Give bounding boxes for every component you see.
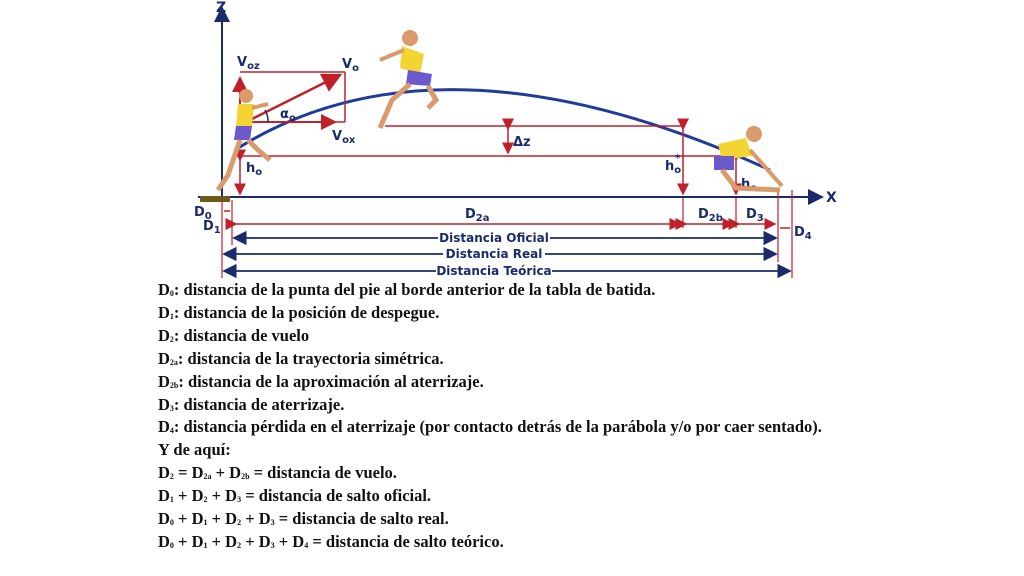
v0-label: Vo — [342, 57, 359, 74]
x-axis-label: X — [826, 190, 837, 206]
athlete-flight — [377, 30, 440, 129]
v0z-label: Voz — [237, 55, 260, 72]
legend-eq4: D0 + D1 + D2 + D3 + D4 = distancia de sa… — [158, 531, 504, 551]
legend-d0: D0: distancia de la punta del pie al bor… — [158, 280, 656, 299]
legend-d1: D1: distancia de la posición de despegue… — [158, 302, 440, 322]
d1-label: D1 — [203, 219, 221, 236]
takeoff-board — [200, 196, 230, 202]
legend-d3: D3: distancia de aterrizaje. — [158, 394, 345, 414]
distance-segments — [224, 210, 790, 230]
dz-label: Δz — [513, 135, 531, 150]
oficial-bar-label: Distancia Oficial — [439, 231, 549, 245]
legend-d4: D4: distancia pérdida en el aterrizaje (… — [158, 417, 822, 437]
d4-label: D4 — [794, 225, 812, 242]
athlete-landing — [714, 126, 784, 193]
angle-label: αo — [280, 107, 296, 124]
z-axis-label: Z — [216, 0, 226, 16]
h0-label: ho — [246, 161, 262, 178]
legend-eq3: D0 + D1 + D2 + D3 = distancia de salto r… — [158, 509, 449, 529]
legend-text: D0: distancia de la punta del pie al bor… — [158, 279, 858, 554]
angle-arc — [264, 109, 269, 123]
legend-d2: D2: distancia de vuelo — [158, 325, 310, 345]
velocity-vector — [249, 73, 343, 122]
d3-label: D3 — [746, 207, 764, 224]
long-jump-diagram: Z X Vo Voz Vox αo ho Δz ho* hc — [194, 0, 837, 279]
real-bar-label: Distancia Real — [446, 247, 543, 261]
legend-eq1: D2 = D2a + D2b = distancia de vuelo. — [158, 463, 397, 483]
d0-label: D0 — [194, 205, 212, 222]
legend-eq2: D1 + D2 + D3 = distancia de salto oficia… — [158, 486, 432, 506]
hc-label: hc — [741, 177, 756, 194]
d2a-label: D2a — [465, 207, 490, 224]
legend-d2b: D2b: distancia de la aproximación al ate… — [158, 371, 484, 391]
teorica-bar-label: Distancia Teórica — [436, 264, 551, 278]
flight-trajectory — [234, 88, 771, 172]
d2b-label: D2b — [698, 207, 723, 224]
legend-d2a: D2a: distancia de la trayectoria simétri… — [158, 348, 444, 368]
h0star-label: ho* — [665, 153, 681, 176]
legend-yaqui: Y de aquí: — [158, 440, 231, 460]
athlete-takeoff — [215, 89, 272, 192]
v0x-label: Vox — [332, 129, 356, 146]
